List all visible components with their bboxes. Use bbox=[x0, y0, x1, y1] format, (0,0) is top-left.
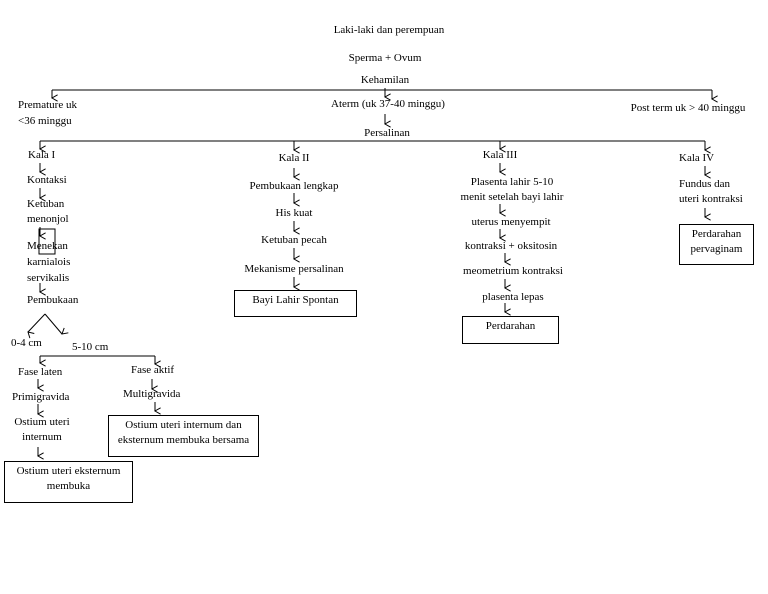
node-ostium-internum: Ostium uteri internum bbox=[14, 416, 70, 443]
node-title: Laki-laki dan perempuan bbox=[333, 24, 445, 36]
node-multigravida: Multigravida bbox=[123, 388, 181, 400]
marker-square bbox=[38, 228, 56, 255]
node-mekanisme-persalinan: Mekanisme persalinan bbox=[244, 263, 344, 275]
node-ketuban-pecah: Ketuban pecah bbox=[261, 234, 327, 246]
box-perdarahan: Perdarahan bbox=[462, 316, 559, 344]
node-sperma-ovum: Sperma + Ovum bbox=[348, 52, 422, 64]
node-menekan: Menekan karnialois servikalis bbox=[27, 240, 71, 284]
node-kala-2: Kala II bbox=[278, 152, 310, 164]
node-kala-1: Kala I bbox=[28, 149, 56, 161]
node-pembukaan: Pembukaan bbox=[27, 294, 79, 306]
node-range-5-10: 5-10 cm bbox=[72, 341, 109, 353]
node-primigravida: Primigravida bbox=[12, 391, 70, 403]
node-pembukaan-lengkap: Pembukaan lengkap bbox=[249, 180, 339, 192]
node-kontraksi-oksitosin: kontraksi + oksitosin bbox=[464, 240, 558, 252]
node-fase-aktif: Fase aktif bbox=[131, 364, 175, 376]
node-fase-laten: Fase laten bbox=[18, 366, 63, 378]
node-persalinan: Persalinan bbox=[364, 127, 410, 139]
box-perdarahan-pervaginam: Perdarahan pervaginam bbox=[679, 224, 754, 265]
node-his-kuat: His kuat bbox=[275, 207, 313, 219]
node-range-0-4: 0-4 cm bbox=[11, 337, 42, 349]
node-kontaksi: Kontaksi bbox=[27, 174, 67, 186]
box-bayi-lahir-spontan: Bayi Lahir Spontan bbox=[234, 290, 357, 317]
node-plasenta-lahir: Plasenta lahir 5-10 menit setelah bayi l… bbox=[460, 176, 564, 203]
node-uterus-menyempit: uterus menyempit bbox=[471, 216, 551, 228]
node-aterm: Aterm (uk 37-40 minggu) bbox=[331, 98, 445, 110]
node-meometrium-kontraksi: meometrium kontraksi bbox=[463, 265, 563, 277]
node-kehamilan: Kehamilan bbox=[360, 74, 410, 86]
node-kala-3: Kala III bbox=[482, 149, 518, 161]
node-plasenta-lepas: plasenta lepas bbox=[482, 291, 544, 303]
box-ostium-eksternum: Ostium uteri eksternum membuka bbox=[4, 461, 133, 503]
node-premature: Premature uk <36 minggu bbox=[18, 99, 77, 127]
node-postterm: Post term uk > 40 minggu bbox=[630, 102, 746, 114]
box-ostium-bersama: Ostium uteri internum dan eksternum memb… bbox=[108, 415, 259, 457]
node-ketuban-menonjol: Ketuban menonjol bbox=[27, 198, 69, 225]
node-kala-4: Kala IV bbox=[679, 152, 715, 164]
node-fundus-uteri: Fundus dan uteri kontraksi bbox=[679, 178, 743, 205]
